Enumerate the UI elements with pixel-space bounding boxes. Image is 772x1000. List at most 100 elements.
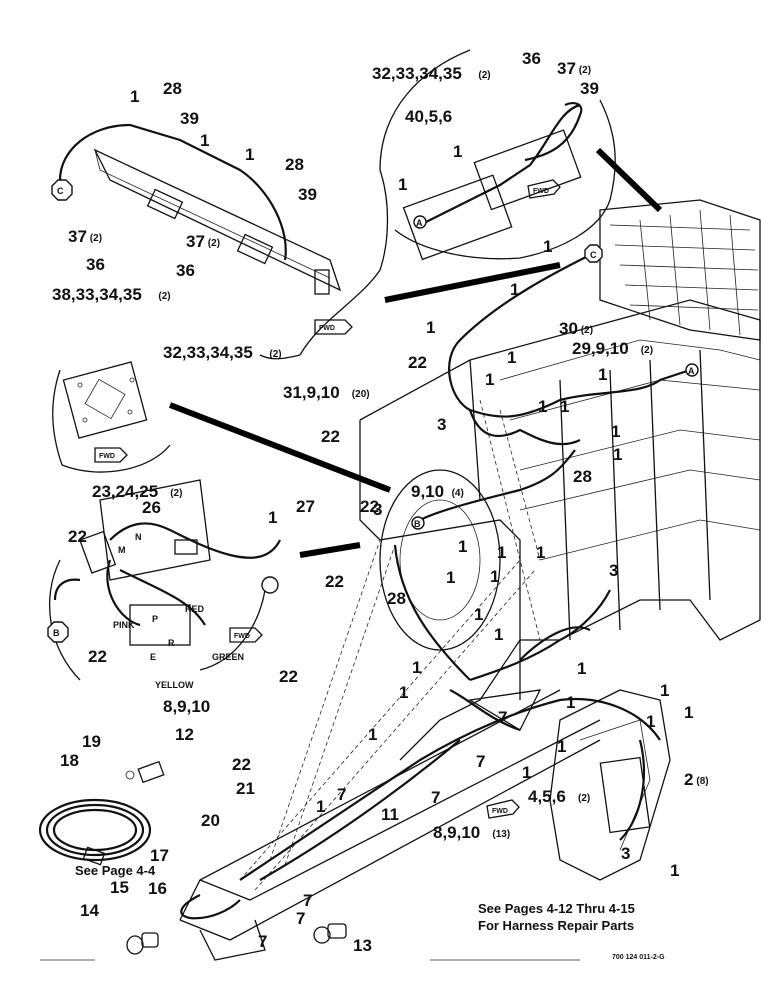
wire-letter-p: P (152, 614, 158, 624)
callout-c11: 11 (381, 805, 399, 824)
fwd-arrow-icon: FWD (94, 447, 128, 463)
callout-count-c8b: (13) (492, 829, 510, 840)
callout-c7c: 7 (431, 788, 440, 807)
fwd-label: FWD (492, 808, 508, 815)
callout-c1g: 1 (510, 280, 519, 299)
callout-c1e: 1 (398, 175, 407, 194)
pointer-mid-left (168, 402, 392, 493)
callout-c40: 40,5,6 (405, 107, 452, 126)
callout-count-c32a: (2) (269, 349, 281, 360)
callout-c7a: 7 (498, 708, 507, 727)
callout-count-c37c: (2) (579, 65, 591, 76)
callout-c28a: 28 (163, 79, 182, 98)
callout-c26: 26 (142, 498, 161, 517)
callout-c1t: 1 (490, 567, 499, 586)
callout-c39a: 39 (180, 109, 199, 128)
callout-c15: 15 (110, 878, 129, 897)
callout-c16: 16 (148, 879, 167, 898)
callout-c28b: 28 (285, 155, 304, 174)
callout-c1ag: 1 (566, 693, 575, 712)
main-connectors: C A B (411, 244, 699, 530)
fwd-label: FWD (533, 188, 549, 195)
callout-c31: 31,9,10 (283, 383, 340, 402)
figure-code: 700 124 011-2-G (612, 954, 665, 961)
callout-c37c: 37 (557, 59, 576, 78)
see-page-note: See Page 4-4 (75, 863, 156, 878)
callout-c7b: 7 (476, 752, 485, 771)
callout-count-c4: (2) (578, 793, 590, 804)
callout-c37b: 37 (186, 232, 205, 251)
callout-c28c: 28 (573, 467, 592, 486)
detail-view-top-right: A FWD (379, 49, 663, 261)
callout-count-c37b: (2) (208, 238, 220, 249)
callout-c22a: 22 (408, 353, 427, 372)
callout-c1n: 1 (611, 422, 620, 441)
callout-c1i: 1 (507, 348, 516, 367)
callout-c1u: 1 (474, 605, 483, 624)
callout-c1ab: 1 (368, 725, 377, 744)
connector-b-label: B (53, 628, 60, 638)
connector-c-label: C (57, 186, 64, 196)
callout-c1w: 1 (412, 658, 421, 677)
callout-c22g: 22 (279, 667, 298, 686)
callout-c1c: 1 (245, 145, 254, 164)
callout-c36a: 36 (86, 255, 105, 274)
callout-c1s: 1 (446, 568, 455, 587)
callout-count-c38: (2) (158, 291, 170, 302)
fwd-arrow-icon: FWD (229, 627, 263, 643)
wire-letter-r: R (168, 638, 175, 648)
callout-c39b: 39 (298, 185, 317, 204)
fwd-label: FWD (234, 633, 250, 640)
callout-c1x: 1 (577, 659, 586, 678)
callout-c36c: 36 (522, 49, 541, 68)
callout-c22c: 22 (68, 527, 87, 546)
callout-count-c30: (2) (581, 325, 593, 336)
callout-c8b: 8,9,10 (433, 823, 480, 842)
connector-a-label-top: A (416, 218, 423, 228)
wire-color-yellow: YELLOW (155, 680, 194, 690)
callout-c1ae: 1 (316, 797, 325, 816)
callout-c37a: 37 (68, 227, 87, 246)
callout-count-c23: (2) (170, 488, 182, 499)
fwd-arrow-icon: FWD (527, 179, 561, 199)
callout-c3b: 3 (373, 500, 382, 519)
connector-a-main: A (688, 366, 695, 376)
callout-c22b: 22 (321, 427, 340, 446)
callout-c1m: 1 (538, 397, 547, 416)
detail-view-top-left: C FWD (51, 123, 389, 360)
callout-c7e: 7 (296, 909, 305, 928)
callout-c1af: 1 (670, 861, 679, 880)
callout-c22e: 22 (325, 572, 344, 591)
callout-c1d: 1 (453, 142, 462, 161)
wire-color-pink: PINK (113, 620, 135, 630)
callout-c1ah: 1 (646, 712, 655, 731)
callout-c1ai: 1 (497, 543, 506, 562)
plate-detail: FWD (52, 361, 171, 473)
pointer-top-left (384, 262, 561, 303)
callout-c1r: 1 (536, 543, 545, 562)
machine-frame (179, 199, 761, 961)
wire-letter-n: N (135, 532, 142, 542)
callout-count-c37a: (2) (90, 233, 102, 244)
callout-c1b: 1 (200, 131, 209, 150)
callout-c1ac: 1 (557, 737, 566, 756)
callout-c23: 23,24,25 (92, 482, 158, 501)
callout-c2: 2 (684, 770, 693, 789)
callout-count-c2: (8) (696, 776, 708, 787)
callout-c1aa: 1 (684, 703, 693, 722)
fwd-label: FWD (319, 325, 335, 332)
connector-b-main: B (414, 519, 421, 529)
callout-c1q: 1 (458, 537, 467, 556)
callout-c8a: 8,9,10 (163, 697, 210, 716)
callout-c1h: 1 (426, 318, 435, 337)
wire-letter-e: E (150, 652, 156, 662)
callout-c7f: 7 (258, 932, 267, 951)
callout-c32a: 32,33,34,35 (163, 343, 253, 362)
callout-c1z: 1 (660, 681, 669, 700)
pointer-lower-left (299, 542, 361, 558)
callout-c20: 20 (201, 811, 220, 830)
callout-c7d: 7 (337, 785, 346, 804)
callout-c1f: 1 (543, 237, 552, 256)
